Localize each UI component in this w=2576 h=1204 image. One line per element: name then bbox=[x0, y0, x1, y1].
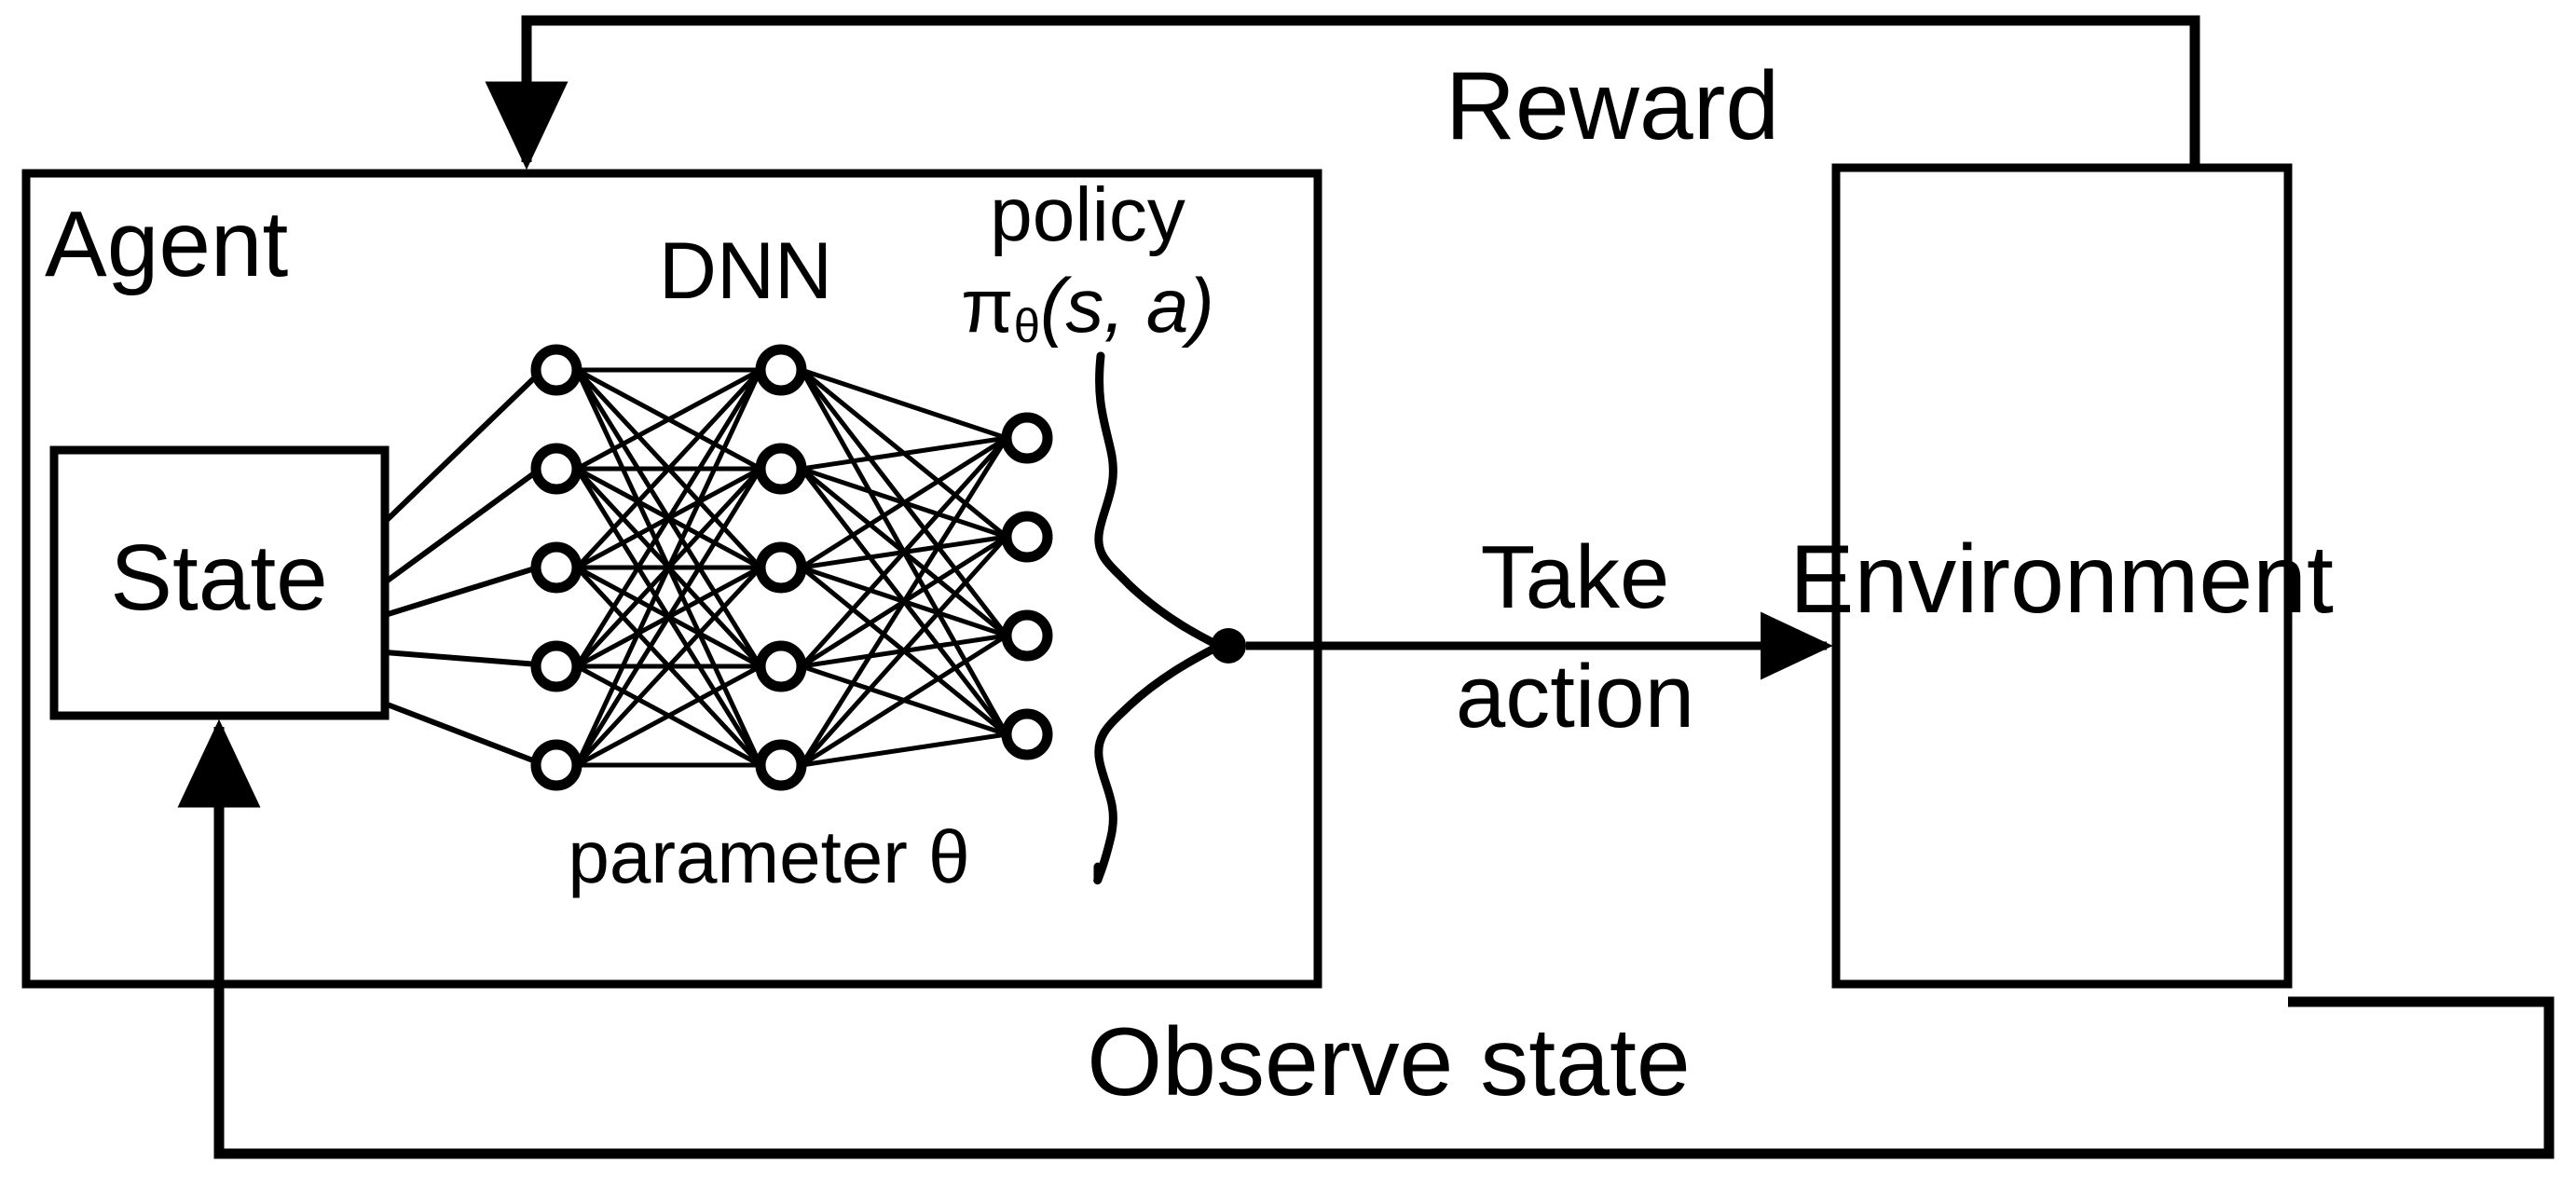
observe-state-arrow bbox=[177, 718, 2555, 1159]
dnn-node bbox=[1001, 708, 1053, 760]
parameter-word: parameter bbox=[568, 815, 929, 898]
take-action-label-line2: action bbox=[1455, 647, 1695, 746]
theta-symbol: θ bbox=[928, 815, 970, 898]
policy-label: policy bbox=[990, 172, 1185, 257]
agent-label: Agent bbox=[45, 192, 289, 296]
policy-curve bbox=[1093, 351, 1224, 885]
dnn-node bbox=[1001, 412, 1053, 464]
reward-label: Reward bbox=[1445, 52, 1780, 160]
dnn-layer-3-nodes bbox=[1001, 412, 1053, 760]
layer2-layer3-edges bbox=[799, 367, 1009, 768]
dnn-node bbox=[530, 739, 582, 791]
dnn-node bbox=[530, 344, 582, 396]
dnn-node bbox=[755, 541, 807, 594]
dnn-node bbox=[755, 739, 807, 791]
dnn-node bbox=[755, 443, 807, 495]
policy-pi-symbol: π bbox=[961, 264, 1014, 349]
state-box bbox=[49, 445, 390, 720]
dnn-node bbox=[1001, 511, 1053, 563]
dnn-layer-1-nodes bbox=[530, 344, 582, 791]
dnn-node bbox=[1001, 609, 1053, 662]
policy-theta-subscript: θ bbox=[1013, 299, 1041, 353]
policy-formula: πθ(s, a) bbox=[961, 268, 1214, 350]
agent-box bbox=[21, 169, 1322, 989]
policy-arguments: (s, a) bbox=[1040, 264, 1214, 349]
take-action-label-line1: Take bbox=[1480, 527, 1670, 627]
action-dot bbox=[1211, 628, 1246, 664]
dnn-node bbox=[755, 344, 807, 396]
environment-label: Environment bbox=[1789, 526, 2334, 634]
dnn-node bbox=[755, 640, 807, 692]
dnn-node bbox=[530, 443, 582, 495]
layer1-layer2-edges bbox=[574, 367, 763, 768]
dnn-node bbox=[530, 541, 582, 594]
dnn-label: DNN bbox=[658, 226, 833, 316]
dnn-node bbox=[530, 640, 582, 692]
observe-state-label: Observe state bbox=[1087, 1008, 1691, 1116]
parameter-caption: parameter θ bbox=[568, 820, 969, 895]
reward-arrow bbox=[485, 15, 2200, 171]
state-label: State bbox=[110, 526, 328, 630]
dnn-layer-2-nodes bbox=[755, 344, 807, 791]
environment-box bbox=[1831, 163, 2293, 989]
state-to-layer1-edges bbox=[382, 372, 541, 765]
